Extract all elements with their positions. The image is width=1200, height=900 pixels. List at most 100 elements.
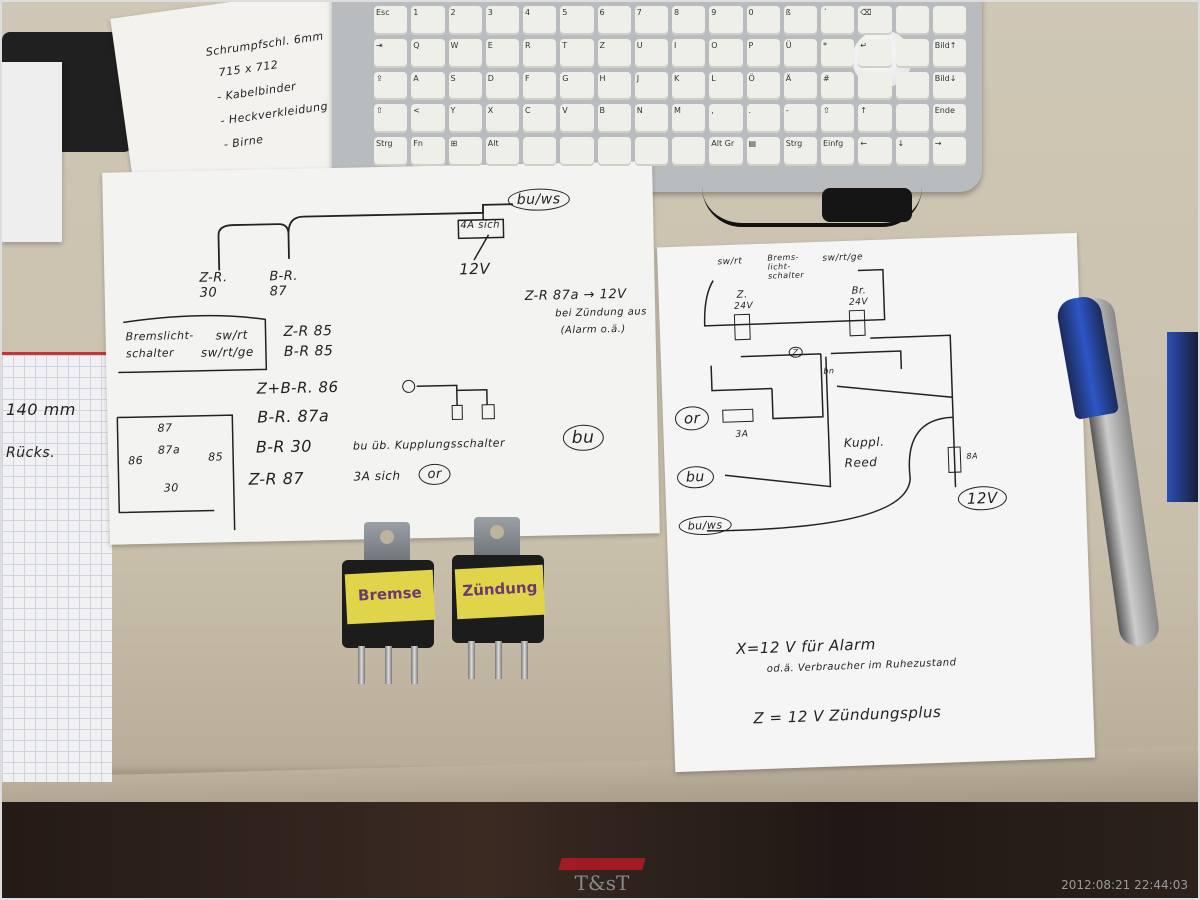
key: Bild↓	[932, 71, 966, 101]
key: G	[560, 71, 594, 101]
label-reed: Reed	[844, 454, 878, 471]
label-bremslicht: Brems-licht-schalter	[767, 252, 805, 281]
key: ,	[709, 104, 743, 134]
label-z-relay: Z.	[736, 289, 748, 301]
key: 7	[634, 6, 668, 35]
key: U	[634, 38, 668, 68]
key: I	[672, 38, 706, 68]
key: R	[523, 38, 557, 68]
key	[672, 137, 706, 166]
key: Fn	[411, 137, 445, 166]
label-bn: bn	[823, 366, 835, 376]
label-zr87-desc: 3A sich	[353, 468, 401, 484]
key: A	[411, 71, 445, 101]
label-12v: 12V	[957, 485, 1008, 512]
label-fuse-8a: 8A	[966, 451, 979, 461]
note-z: Z = 12 V Zündungsplus	[753, 702, 942, 728]
key: ⇧	[821, 104, 855, 134]
key: 0	[746, 6, 780, 35]
key: ⊞	[448, 137, 482, 166]
key: 8	[672, 6, 706, 35]
label-schalter: schalter	[125, 346, 175, 361]
key: E	[485, 38, 519, 68]
label-br87a: B-R. 87a	[257, 406, 330, 427]
note-line: - Kabelbinder	[216, 79, 297, 104]
label-br30-desc: bu üb. Kupplungsschalter	[352, 436, 506, 453]
relay-label: Zündung	[454, 564, 546, 620]
pin-87a: 87a	[157, 443, 181, 457]
key: *	[821, 38, 855, 68]
key: N	[634, 104, 668, 134]
watermark-logo: T&sT	[558, 858, 646, 898]
key: O	[709, 38, 743, 68]
label-bu: bu	[562, 424, 604, 452]
pin-30: 30	[163, 481, 179, 495]
graph-paper: 140 mm Rücks.	[2, 352, 112, 782]
key: Einfg	[821, 137, 855, 166]
key: J	[634, 71, 668, 101]
key: M	[672, 104, 706, 134]
key: Esc	[374, 6, 408, 35]
key: ⇪	[374, 71, 408, 101]
key: C	[523, 104, 557, 134]
note-line: - Heckverkleidung	[219, 99, 329, 128]
label-z: Z	[788, 346, 803, 358]
key: ´	[821, 6, 855, 35]
blue-object	[1167, 332, 1198, 502]
graph-note: 140 mm	[6, 400, 76, 419]
key	[523, 137, 557, 166]
wiring-lines	[116, 203, 513, 531]
key: S	[448, 71, 482, 101]
label-sw-rt-ge: sw/rt/ge	[200, 344, 254, 360]
label-sw-rt: sw/rt	[215, 327, 248, 343]
key: X	[485, 104, 519, 134]
key: Strg	[783, 137, 817, 166]
key: W	[448, 38, 482, 68]
key: 1	[411, 6, 445, 35]
key: T	[560, 38, 594, 68]
wiring-lines	[703, 268, 962, 532]
key: Ü	[783, 38, 817, 68]
key: L	[709, 71, 743, 101]
note-zr87a-3: (Alarm o.ä.)	[560, 323, 626, 337]
label-fuse-3a: 3A	[735, 429, 749, 440]
wiring-sheet-right: sw/rt Brems-licht-schalter sw/rt/ge Z. 2…	[656, 232, 1096, 773]
label-br87: B-R. 87	[269, 268, 299, 300]
label-sw-rt: sw/rt	[717, 256, 743, 268]
key: Q	[411, 38, 445, 68]
label-sw-rt-ge: sw/rt/ge	[822, 252, 864, 264]
key: 2	[448, 6, 482, 35]
key: ▤	[746, 137, 780, 166]
key	[560, 137, 594, 166]
label-zr87: Z-R 87	[248, 468, 305, 489]
cable	[702, 187, 922, 227]
photo-timestamp: 2012:08:21 22:44:03	[1061, 878, 1188, 892]
key: 3	[485, 6, 519, 35]
key: Ende	[932, 104, 966, 134]
key: ⇧	[374, 104, 408, 134]
key: Z	[597, 38, 631, 68]
key	[895, 38, 929, 68]
key: Ä	[783, 71, 817, 101]
key: V	[560, 104, 594, 134]
key: 6	[597, 6, 631, 35]
key: .	[746, 104, 780, 134]
key: H	[597, 71, 631, 101]
label-zr30: Z-R. 30	[199, 270, 228, 301]
pin-85: 85	[208, 450, 224, 464]
label-or: or	[418, 463, 452, 486]
key: P	[746, 38, 780, 68]
ferrite-core	[822, 188, 912, 222]
key: ↓	[895, 137, 929, 166]
label-kuppl: Kuppl.	[843, 434, 885, 451]
key: ↑	[858, 104, 892, 134]
label-zbr86: Z+B-R. 86	[256, 377, 339, 398]
key: F	[523, 71, 557, 101]
key: ⇥	[374, 38, 408, 68]
wiring-sheet-left: bu/ws 4A sich 12V Z-R. 30 B-R. 87 Z-R 87…	[102, 161, 660, 545]
note-x-2: od.ä. Verbraucher im Ruhezustand	[766, 657, 957, 675]
label-br85: B-R 85	[283, 342, 334, 361]
relay-label: Bremse	[344, 569, 436, 625]
